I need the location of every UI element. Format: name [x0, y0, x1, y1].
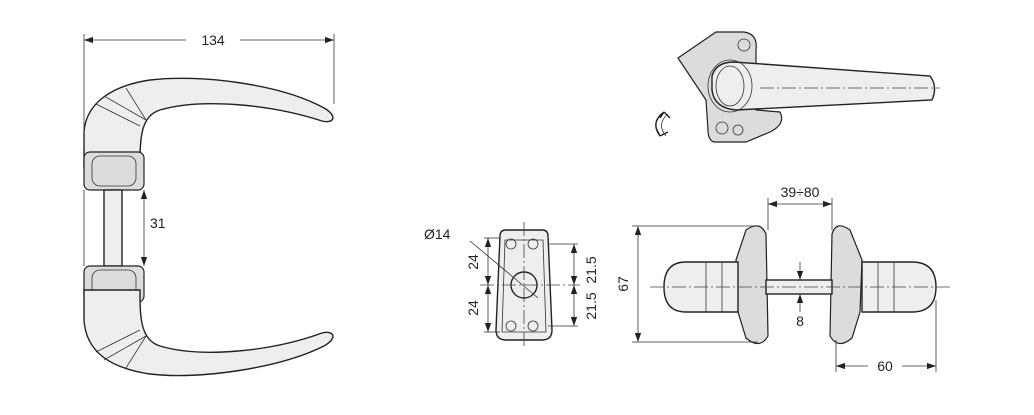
perspective-lever: [711, 61, 936, 111]
lower-lever: [83, 289, 334, 377]
rose-plate-view: Ø14 24 24 21.5 21.5: [424, 222, 599, 348]
dim-right-top: 21.5: [583, 256, 599, 283]
dim-handle-length: 60: [877, 358, 893, 374]
spindle-body: [103, 189, 123, 267]
rotation-arrow-icon: [655, 111, 671, 137]
dim-diameter: Ø14: [424, 226, 451, 242]
upper-lever: [83, 77, 334, 169]
dim-spindle: 8: [796, 313, 804, 329]
dim-half-height-bottom: 24: [465, 300, 481, 316]
left-rose: [735, 225, 769, 345]
dim-overall-width: 134: [201, 32, 225, 48]
perspective-view: [655, 31, 940, 143]
right-rose: [829, 225, 863, 345]
dim-total-height: 67: [615, 276, 631, 292]
side-view-handle: 134 31: [83, 32, 335, 377]
front-elevation: 39÷80 67 8 60: [615, 184, 950, 374]
dim-door-range: 39÷80: [781, 184, 820, 200]
dim-half-height-top: 24: [465, 254, 481, 270]
upper-rose: [83, 151, 145, 191]
dim-gap: 31: [150, 215, 166, 231]
dim-right-bottom: 21.5: [583, 292, 599, 319]
